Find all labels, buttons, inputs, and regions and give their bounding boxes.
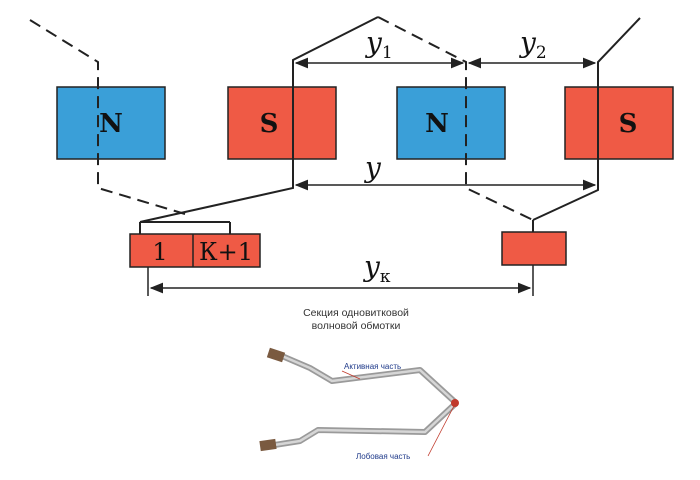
- coil-photo: [259, 347, 459, 452]
- segment-1-label: 1: [152, 238, 167, 266]
- pole-1-north: N: [56, 86, 166, 160]
- dim-y1-label: y1: [364, 26, 393, 63]
- dim-y2-label: y2: [518, 26, 547, 63]
- active-part-leader: [341, 370, 361, 380]
- pole-1-label: N: [99, 109, 123, 139]
- pole-2-south: S: [227, 86, 337, 160]
- winding-solid-left: [139, 16, 379, 223]
- commutator-right: [501, 231, 567, 266]
- dim-y-label: y: [363, 151, 382, 184]
- winding-dashed-right: [377, 16, 534, 221]
- pole-4-label: S: [619, 109, 638, 139]
- commutator-left: 1 К+1: [129, 233, 261, 268]
- winding-solid-right: [532, 17, 641, 221]
- active-part-label: Активная часть: [344, 362, 401, 371]
- segment-k1-label: К+1: [199, 238, 253, 266]
- pole-3-label: N: [425, 109, 449, 139]
- pole-3-north: N: [396, 86, 506, 160]
- caption-line-1: Секция одновитковой: [303, 307, 409, 319]
- caption-line-2: волновой обмотки: [312, 320, 401, 332]
- dim-yk-label: yк: [362, 250, 391, 287]
- winding-dashed-left: [29, 19, 186, 215]
- pole-4-south: S: [564, 86, 674, 160]
- end-part-label: Лобовая часть: [356, 452, 410, 461]
- pole-2-label: S: [260, 109, 279, 139]
- end-part-leader: [427, 403, 456, 457]
